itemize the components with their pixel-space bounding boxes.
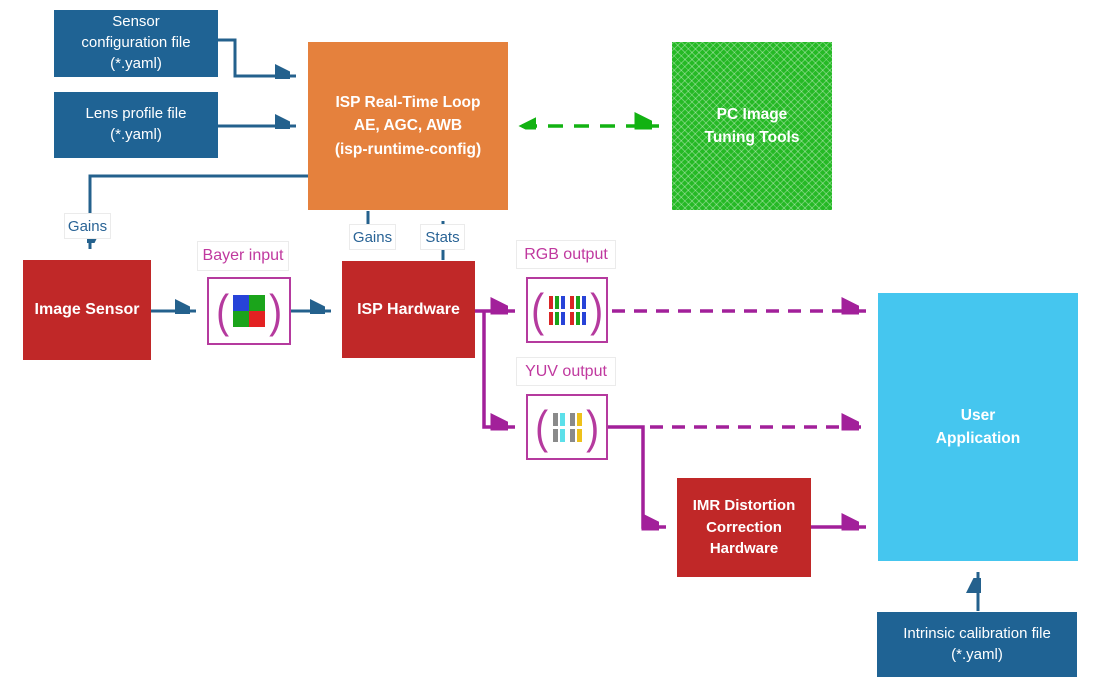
label-gains-image-sensor: Gains — [64, 213, 111, 239]
node-lens-profile-file: Lens profile file (*.yaml) — [54, 92, 218, 158]
node-text: Hardware — [709, 540, 779, 558]
node-image-sensor: Image Sensor — [23, 260, 151, 360]
stripe-red — [569, 295, 574, 309]
node-intrinsic-calibration-file: Intrinsic calibration file (*.yaml) — [877, 612, 1077, 677]
node-text: Intrinsic calibration file — [903, 624, 1051, 642]
arrow-sensor-config-to-isp-loop — [218, 38, 296, 76]
yuv-output-node: ( ) — [526, 394, 608, 460]
bayer-cell-green — [233, 311, 249, 327]
node-isp-hardware: ISP Hardware — [342, 261, 475, 358]
right-paren-icon: ) — [589, 284, 603, 336]
stripe-gray — [569, 428, 575, 442]
node-text: (isp-runtime-config) — [334, 140, 482, 158]
stripe-blue — [581, 295, 586, 309]
yuv-stripe-row — [552, 412, 582, 426]
node-user-application: User Application — [878, 293, 1078, 561]
bayer-cell-blue — [233, 295, 249, 311]
stripe-red — [569, 311, 574, 325]
node-text: (*.yaml) — [110, 126, 162, 143]
node-text: (*.yaml) — [110, 54, 162, 72]
stripe-gray — [552, 412, 558, 426]
node-text: (*.yaml) — [951, 645, 1003, 663]
rgb-output-node: ( ) — [526, 277, 608, 343]
yuv-stripes-icon — [552, 412, 582, 442]
stripe-gray — [552, 428, 558, 442]
arrow-isp-hardware-to-yuv-output — [482, 311, 515, 427]
stripe-green — [554, 311, 559, 325]
stripe-red — [548, 295, 553, 309]
node-text: configuration file — [81, 34, 191, 52]
node-text: ISP Real-Time Loop — [335, 94, 481, 112]
node-text: Tuning Tools — [704, 129, 800, 146]
yuv-stripe-row — [552, 428, 582, 442]
node-text: Lens profile file — [85, 105, 187, 123]
stripe-red — [548, 311, 553, 325]
stripe-blue — [560, 311, 565, 325]
node-text: AE, AGC, AWB — [353, 117, 463, 135]
node-text: IMR Distortion — [692, 496, 796, 514]
stripe-yellow — [576, 428, 582, 442]
right-paren-icon: ) — [585, 401, 599, 453]
rgb-stripe-row — [548, 295, 586, 309]
label-bayer-input: Bayer input — [197, 241, 289, 271]
label-stats: Stats — [420, 224, 465, 250]
left-paren-icon: ( — [531, 284, 545, 336]
node-text: Image Sensor — [34, 301, 140, 319]
stripe-green — [554, 295, 559, 309]
label-gains-isp-hardware: Gains — [349, 224, 396, 250]
arrow-isp-loop-gains-to-image-sensor — [90, 174, 308, 249]
node-text: Application — [935, 430, 1021, 447]
label-yuv-output: YUV output — [516, 357, 616, 386]
label-rgb-output: RGB output — [516, 240, 616, 269]
stripe-blue — [560, 295, 565, 309]
stripe-green — [575, 295, 580, 309]
right-paren-icon: ) — [269, 285, 283, 337]
node-text: PC Image — [716, 105, 788, 123]
node-sensor-configuration-file: Sensor configuration file (*.yaml) — [54, 10, 218, 77]
node-isp-realtime-loop: ISP Real-Time Loop AE, AGC, AWB (isp-run… — [308, 42, 508, 210]
arrow-yuv-output-to-imr-hardware — [608, 425, 666, 527]
left-paren-icon: ( — [535, 401, 549, 453]
bayer-cell-green — [249, 295, 265, 311]
node-pc-image-tuning-tools: PC Image Tuning Tools — [672, 42, 832, 210]
bayer-input-node: ( ) — [207, 277, 291, 345]
node-text: Correction — [706, 518, 782, 536]
stripe-blue — [581, 311, 586, 325]
stripe-cyan — [559, 428, 565, 442]
bayer-pattern-icon — [233, 295, 265, 327]
node-imr-distortion-correction-hardware: IMR Distortion Correction Hardware — [677, 478, 811, 577]
stripe-green — [575, 311, 580, 325]
rgb-stripe-row — [548, 311, 586, 325]
left-paren-icon: ( — [215, 285, 229, 337]
node-text: User — [960, 406, 996, 424]
node-text: ISP Hardware — [357, 300, 460, 318]
bayer-cell-red — [249, 311, 265, 327]
stripe-cyan — [559, 412, 565, 426]
node-text: Sensor — [112, 13, 160, 31]
rgb-stripes-icon — [548, 295, 586, 325]
stripe-yellow — [576, 412, 582, 426]
stripe-gray — [569, 412, 575, 426]
